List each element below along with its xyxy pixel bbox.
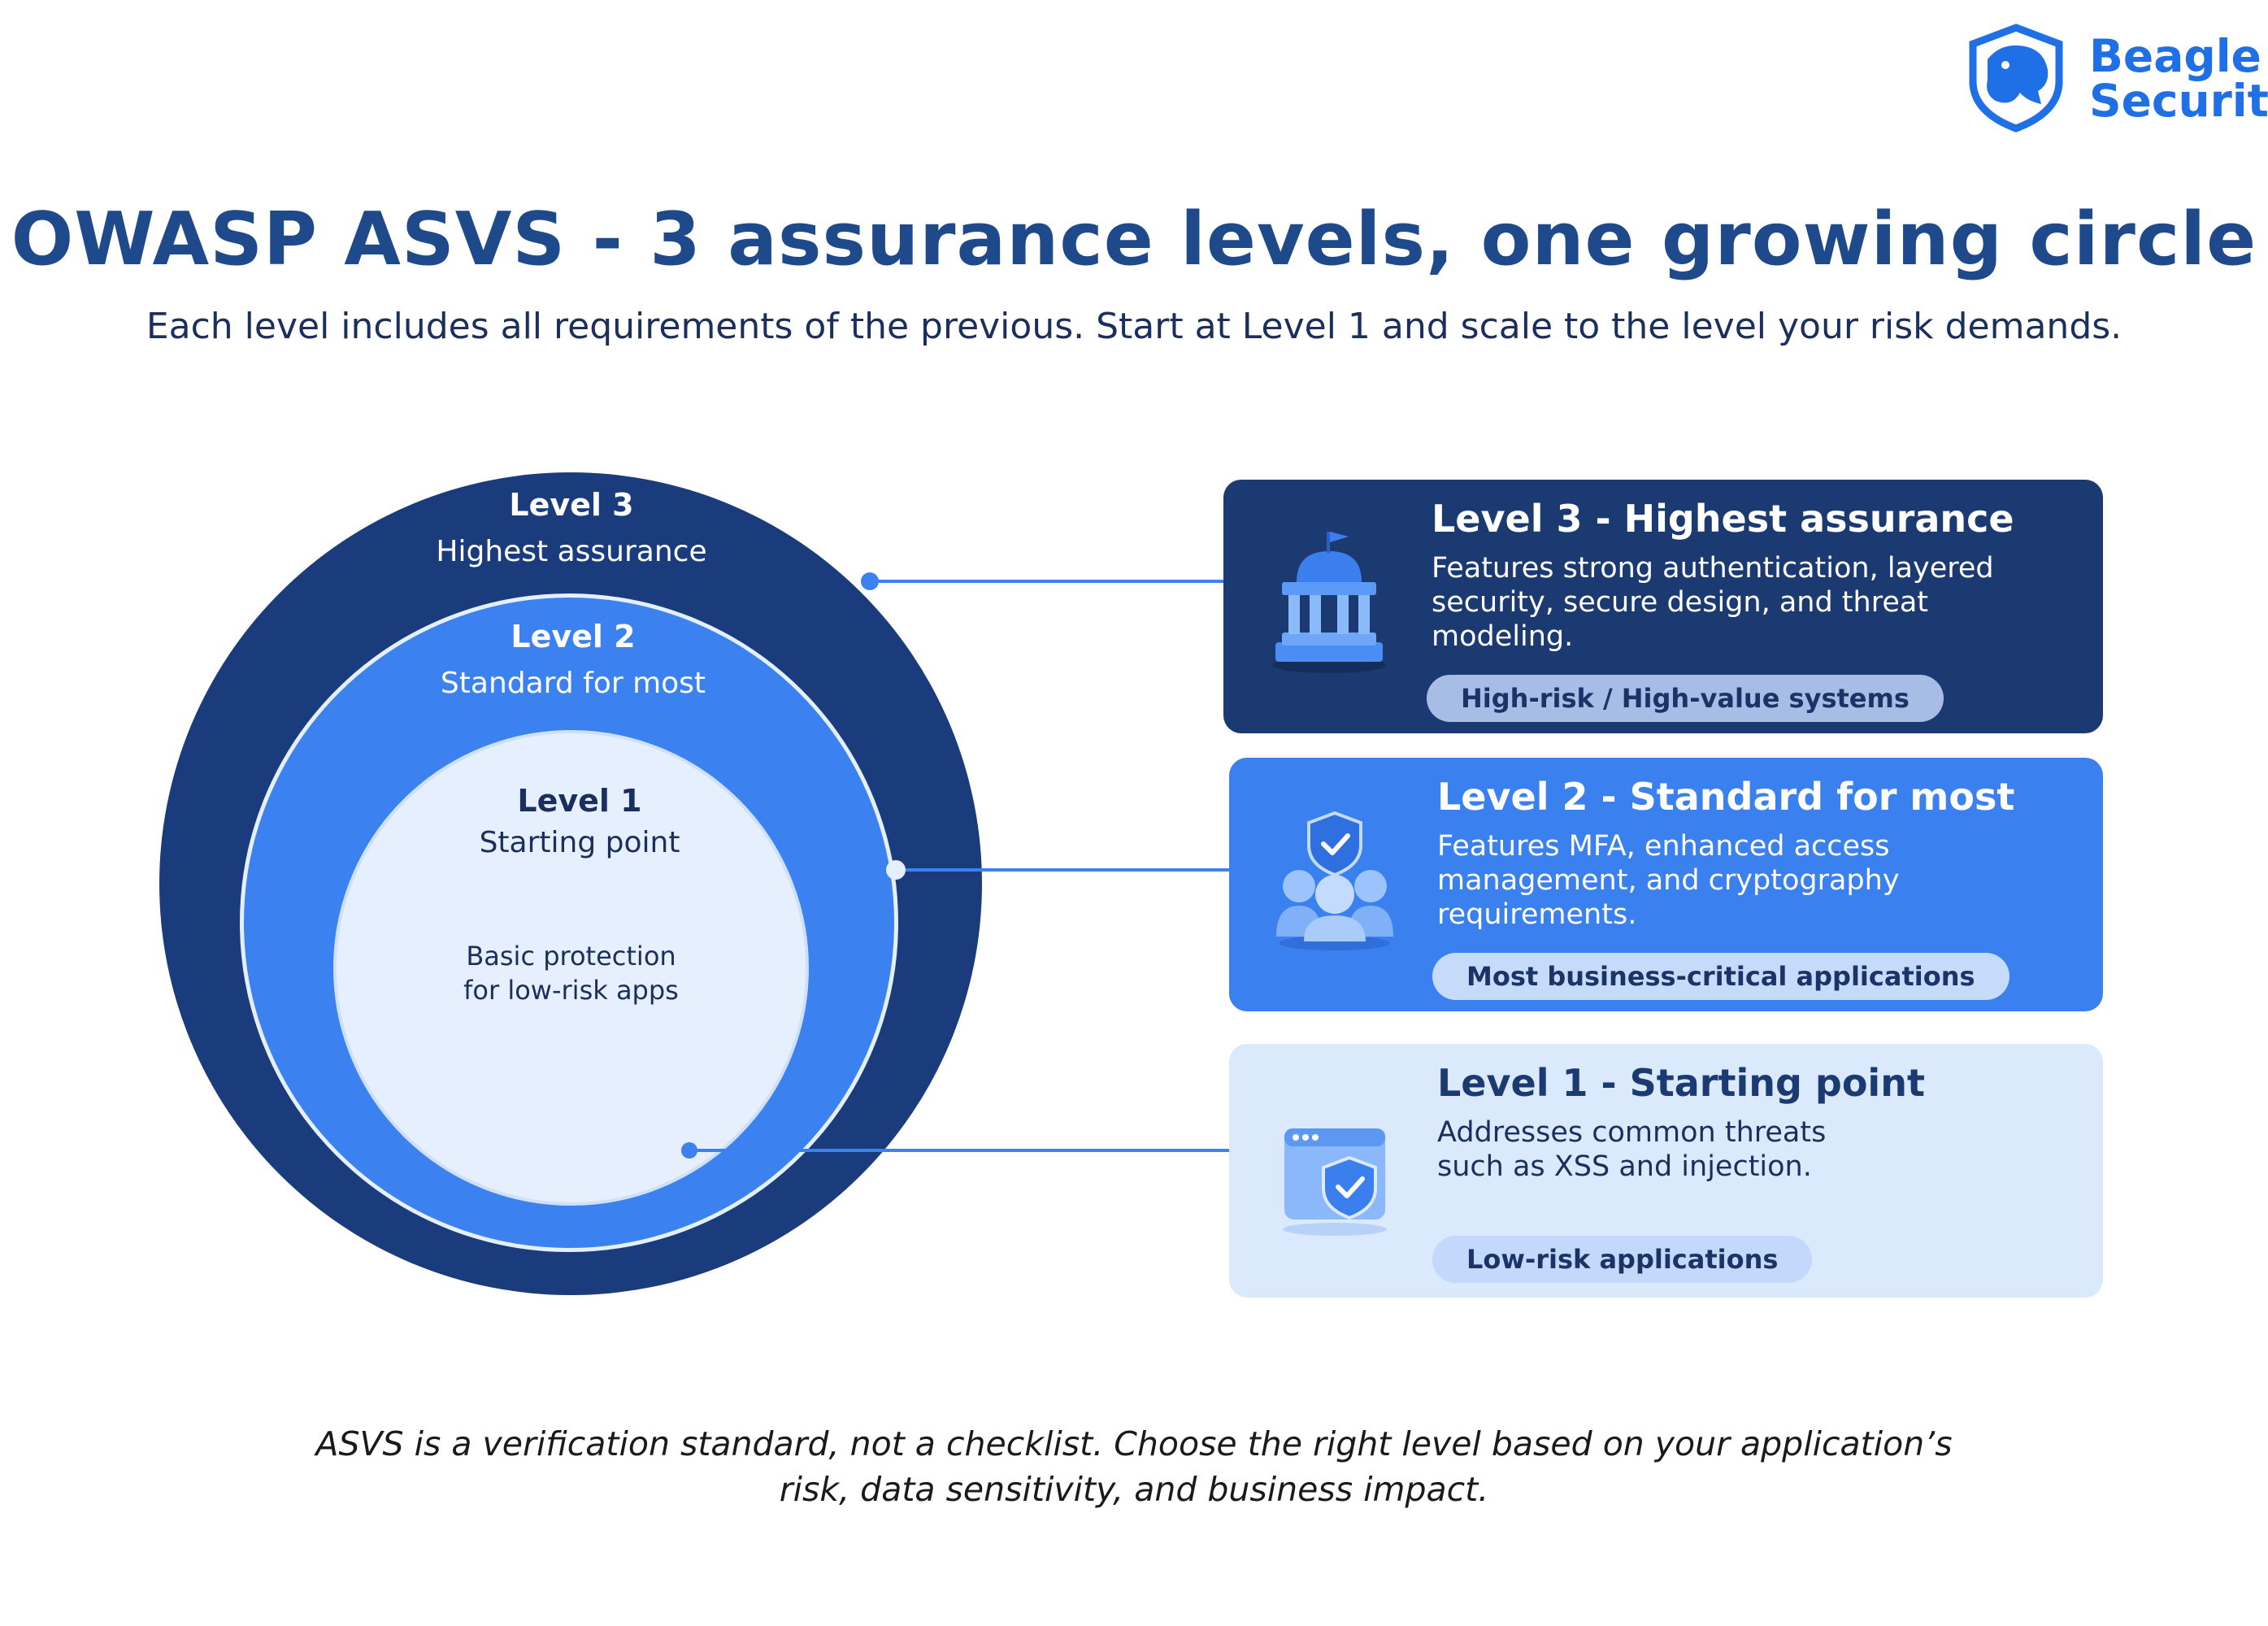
footer-line1: ASVS is a verification standard, not a c… [315, 1424, 1953, 1463]
connector-dot-level-3 [861, 572, 879, 590]
connector-dot-level-2 [886, 860, 906, 880]
card-level-3-title: Level 3 - Highest assurance [1432, 497, 2014, 541]
ring-level-3-label: Level 3 Highest assurance [368, 485, 775, 572]
footer-note: ASVS is a verification standard, not a c… [0, 1421, 2268, 1512]
beagle-shield-icon [1969, 24, 2063, 133]
browser-shield-icon [1270, 1093, 1400, 1239]
brand-name: Beagle Security [2089, 34, 2268, 124]
card-level-1-title: Level 1 - Starting point [1437, 1061, 1925, 1105]
card-level-1-description: Addresses common threats such as XSS and… [1437, 1115, 2039, 1184]
ring-level-1-desc-line1: Basic protection [466, 941, 676, 972]
brand-line1: Beagle [2089, 30, 2261, 82]
card-level-3-description: Features strong authentication, layered … [1432, 552, 1994, 653]
ring-level-3-name: Highest assurance [436, 535, 707, 568]
government-building-icon [1264, 528, 1394, 675]
beagle-security-logo: Beagle Security [1963, 23, 2268, 133]
users-shield-icon [1270, 806, 1400, 953]
ring-level-1-name: Starting point [479, 826, 680, 859]
card-level-2: Level 2 - Standard for most Features MFA… [1229, 758, 2103, 1011]
card-level-3-tag: High-risk / High-value systems [1427, 675, 1944, 722]
ring-level-1-number: Level 1 [517, 783, 642, 819]
card-level-2-title: Level 2 - Standard for most [1437, 775, 2015, 819]
brand-line2: Security [2089, 75, 2268, 127]
page-subtitle: Each level includes all requirements of … [146, 306, 2122, 347]
ring-level-2-name: Standard for most [440, 667, 706, 700]
card-level-1-desc-line2: such as XSS and injection. [1437, 1150, 1812, 1183]
card-level-2-description: Features MFA, enhanced access management… [1437, 830, 1900, 931]
card-level-1-tag: Low-risk applications [1432, 1236, 1813, 1283]
connector-dot-level-1 [681, 1142, 697, 1159]
ring-level-1 [333, 730, 809, 1206]
ring-level-1-description: Basic protection for low-risk apps [366, 939, 776, 1007]
card-level-2-tag: Most business-critical applications [1432, 953, 2009, 1000]
card-level-1-desc-line1: Addresses common threats [1437, 1116, 1827, 1149]
page-title: OWASP ASVS - 3 assurance levels, one gro… [11, 197, 2257, 282]
ring-level-1-label: Level 1 Starting point [376, 780, 783, 863]
footer-line2: risk, data sensitivity, and business imp… [779, 1470, 1489, 1509]
card-level-3: Level 3 - Highest assurance Features str… [1223, 480, 2103, 733]
ring-level-2-label: Level 2 Standard for most [370, 616, 776, 704]
ring-level-3-number: Level 3 [509, 487, 634, 523]
ring-level-2-number: Level 2 [511, 619, 636, 654]
ring-level-1-desc-line2: for low-risk apps [463, 975, 679, 1006]
card-level-1: Level 1 - Starting point Addresses commo… [1229, 1044, 2103, 1298]
